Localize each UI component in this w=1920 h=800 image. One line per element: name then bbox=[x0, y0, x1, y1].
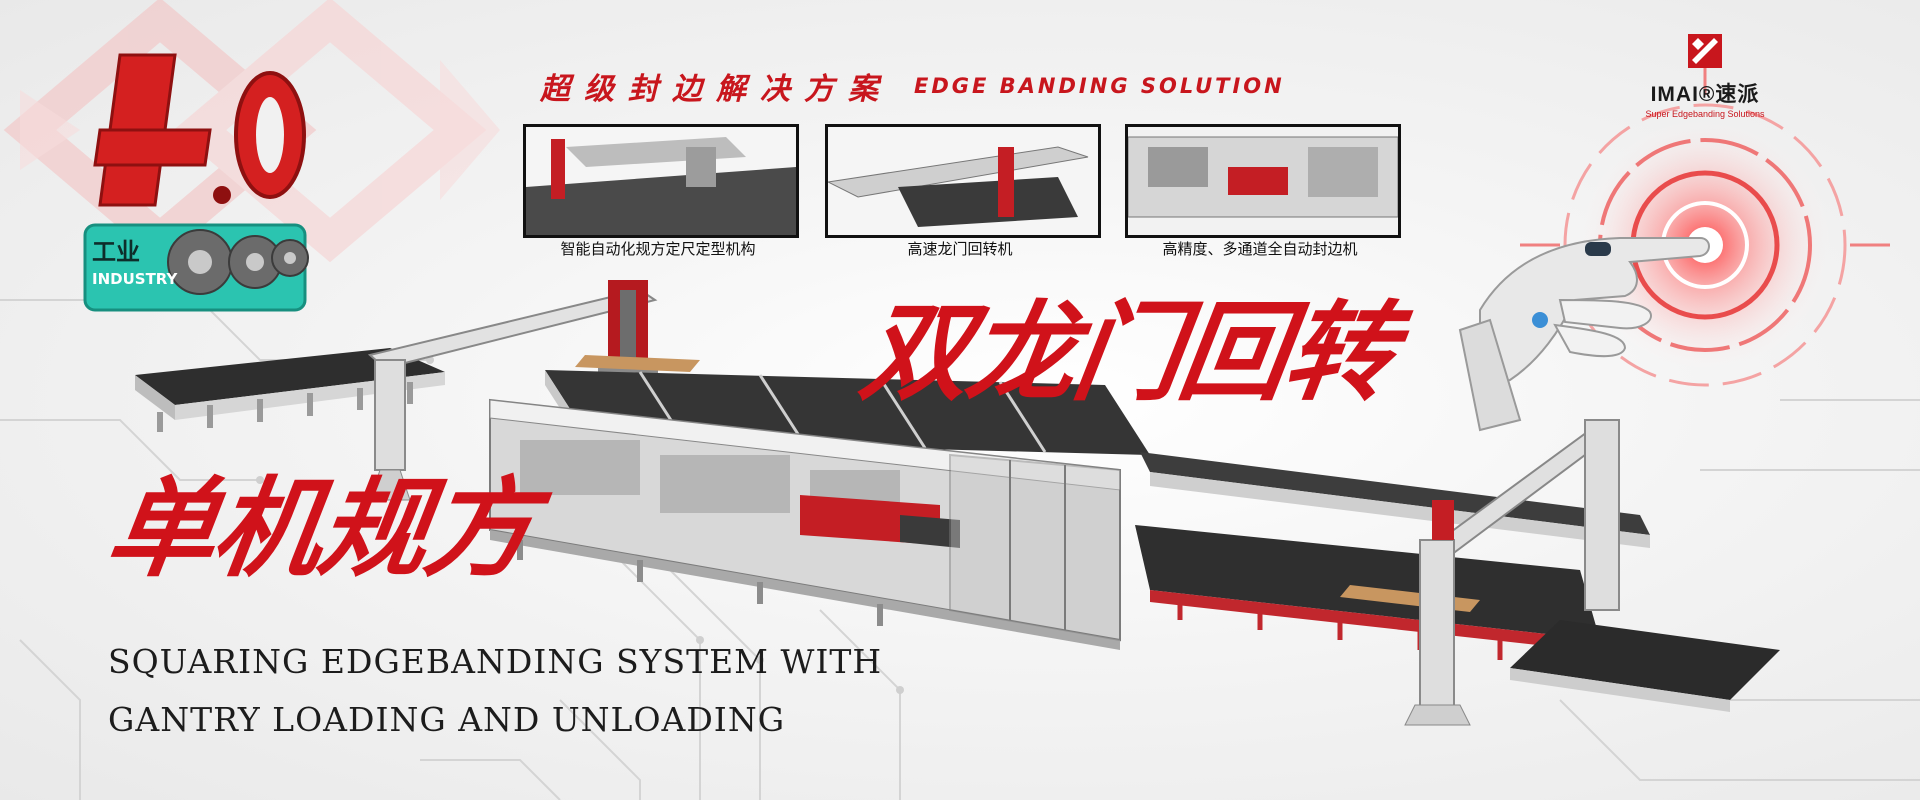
title-double-gantry: 双龙门回转 bbox=[853, 291, 1401, 416]
badge-en-label: INDUSTRY bbox=[92, 270, 178, 288]
edgebander-image bbox=[1128, 127, 1398, 235]
tagline-cn: 超级封边解决方案 bbox=[540, 72, 892, 107]
badge-cn-label: 工业 bbox=[92, 238, 140, 266]
title-single-squaring: 单机规方 bbox=[99, 467, 541, 592]
thumbnail-caption-3: 高精度、多通道全自动封边机 bbox=[1162, 240, 1358, 258]
thumbnail-gantry-loader[interactable] bbox=[825, 124, 1101, 238]
imai-diamond-icon bbox=[1688, 34, 1722, 68]
gantry-loader-image bbox=[828, 127, 1098, 235]
industry-4-badge-icon bbox=[83, 53, 309, 312]
subtitle-line-2: GANTRY LOADING AND UNLOADING bbox=[108, 700, 786, 739]
logo-brand-text: IMAI®速派 bbox=[1650, 83, 1760, 106]
thumbnail-caption-2: 高速龙门回转机 bbox=[907, 240, 1013, 258]
thumbnail-edgebander[interactable] bbox=[1125, 124, 1401, 238]
brand-logo[interactable]: IMAI®速派 Super Edgebanding Solutions bbox=[1640, 30, 1770, 119]
logo-subtitle: Super Edgebanding Solutions bbox=[1645, 109, 1765, 119]
production-line-illustration bbox=[135, 280, 1780, 726]
header-tagline: 超级封边解决方案 EDGE BANDING SOLUTION bbox=[540, 64, 1285, 108]
thumbnail-squaring-mechanism[interactable] bbox=[523, 124, 799, 238]
thumbnail-caption-1: 智能自动化规方定尺定型机构 bbox=[560, 240, 756, 258]
tagline-en: EDGE BANDING SOLUTION bbox=[914, 74, 1285, 98]
subtitle-line-1: SQUARING EDGEBANDING SYSTEM WITH bbox=[108, 642, 883, 681]
squaring-mechanism-image bbox=[526, 127, 796, 235]
robot-hand-icon bbox=[1458, 237, 1710, 432]
